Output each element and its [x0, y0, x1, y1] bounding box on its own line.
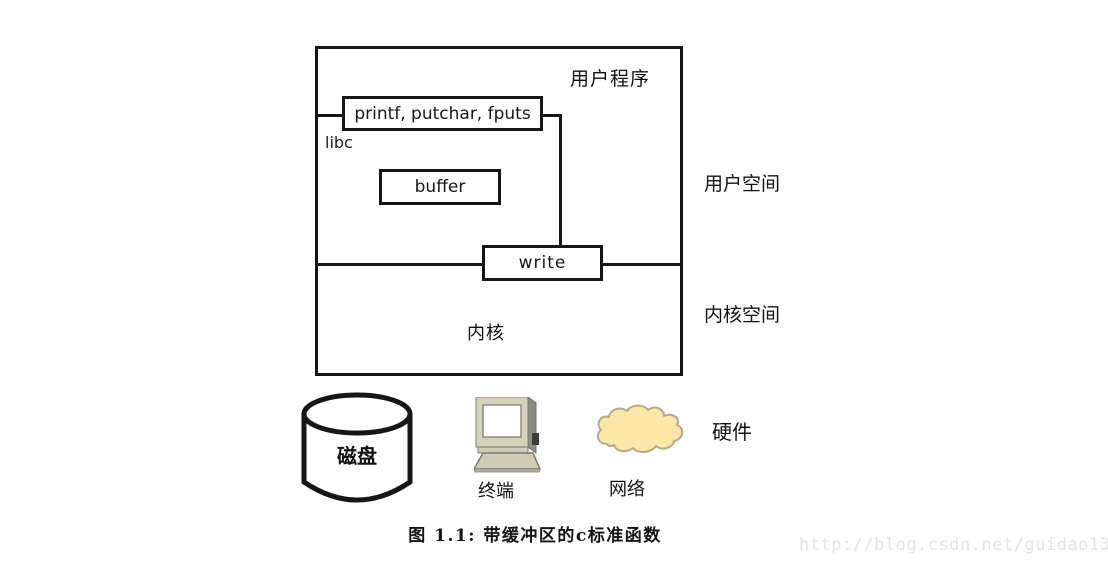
terminal-screen: [482, 404, 522, 438]
terminal-base: [477, 446, 529, 454]
printf-putchar-fputs-box: printf, putchar, fputs: [342, 96, 543, 131]
terminal-icon: [474, 397, 542, 473]
figure-caption: 图 1.1: 带缓冲区的c标准函数: [408, 526, 662, 546]
libc-label: libc: [325, 133, 353, 152]
hardware-label: 硬件: [712, 420, 752, 444]
cloud-shape: [596, 404, 684, 453]
user-space-label: 用户空间: [704, 173, 781, 195]
user-program-label: 用户程序: [570, 68, 651, 90]
user-kernel-box: [315, 46, 683, 376]
disk-cylinder-icon: [301, 392, 413, 503]
buffer-box: buffer: [379, 169, 501, 205]
disk-body-shape: [301, 411, 413, 503]
disk-top-ellipse: [301, 392, 413, 436]
network-cloud-icon: [596, 404, 684, 453]
kernel-space-label: 内核空间: [704, 304, 781, 326]
terminal-keyboard-edge: [474, 468, 541, 473]
connector-printf-to-down: [541, 114, 562, 117]
terminal-keyboard: [474, 452, 542, 470]
terminal-knob: [532, 433, 539, 445]
kernel-label: 内核: [467, 323, 505, 344]
watermark-url: http://blog.csdn.net/guidao13: [799, 535, 1108, 555]
write-box: write: [482, 245, 603, 281]
disk-label: 磁盘: [337, 444, 377, 468]
connector-down-to-write: [559, 114, 562, 248]
terminal-label: 终端: [478, 481, 514, 502]
network-label: 网络: [609, 479, 645, 500]
connector-box-to-printf: [315, 114, 343, 117]
